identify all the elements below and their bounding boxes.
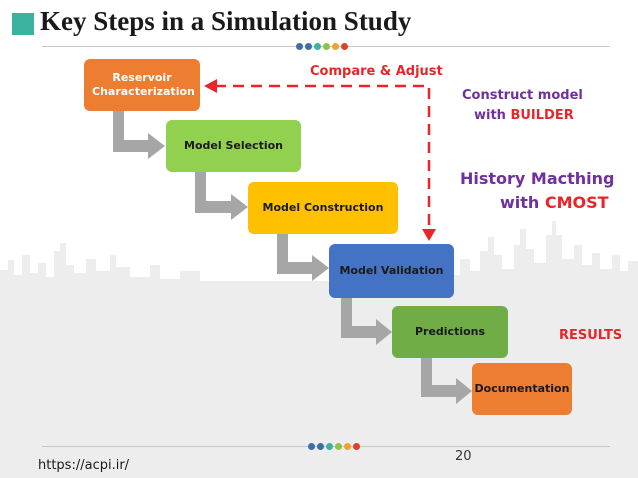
step-label: Model Selection (184, 139, 283, 152)
cmost-tool: CMOST (544, 193, 609, 212)
header-dots (296, 43, 348, 50)
history-matching-note: History Macthing with CMOST (460, 167, 615, 215)
builder-tool: BUILDER (510, 108, 574, 123)
dot (326, 443, 333, 450)
connector-arrow (277, 234, 329, 281)
dot (323, 43, 330, 50)
dot (332, 43, 339, 50)
step-label: Model Construction (262, 201, 384, 214)
connector-arrow (113, 110, 165, 159)
construct-line1: Construct model (462, 88, 583, 103)
dot (314, 43, 321, 50)
dot (344, 443, 351, 450)
dot (296, 43, 303, 50)
history-with: with (500, 193, 540, 212)
page-title: Key Steps in a Simulation Study (40, 6, 412, 36)
step-label: Documentation (474, 382, 570, 395)
connector-arrow (195, 172, 248, 220)
step-predictions: Predictions (392, 306, 508, 358)
step-model-selection: Model Selection (166, 120, 301, 172)
dot (341, 43, 348, 50)
footer-dots (308, 443, 360, 450)
construct-model-note: Construct model with BUILDER (462, 86, 583, 126)
dot (308, 443, 315, 450)
connector-arrow (421, 358, 472, 404)
footer-url-link[interactable]: https://acpi.ir/ (38, 458, 130, 473)
results-label: RESULTS (559, 328, 623, 343)
step-label: Model Validation (339, 264, 444, 277)
history-line1: History Macthing (460, 169, 615, 188)
dot (335, 443, 342, 450)
step-model-construction: Model Construction (248, 182, 398, 234)
step-label: Predictions (414, 325, 486, 338)
connector-arrow (341, 298, 392, 345)
dot (353, 443, 360, 450)
compare-adjust-label: Compare & Adjust (310, 64, 443, 79)
step-label: Reservoir Characterization (92, 71, 195, 98)
dot (305, 43, 312, 50)
construct-with: with (474, 108, 506, 123)
step-model-validation: Model Validation (329, 244, 454, 298)
step-documentation: Documentation (472, 363, 572, 415)
step-reservoir-characterization: Reservoir Characterization (84, 59, 200, 111)
dot (317, 443, 324, 450)
title-square-marker (12, 13, 34, 35)
page-number: 20 (455, 449, 472, 464)
